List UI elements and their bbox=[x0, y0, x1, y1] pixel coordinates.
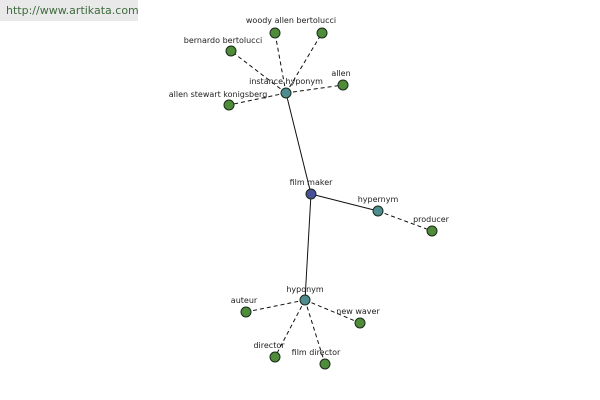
edge-instance-hyponym-unlabeled-1 bbox=[285, 32, 323, 94]
edge-film-maker-hypernym bbox=[310, 193, 379, 212]
label-bernardo-bertolucci: bernardo bertolucci bbox=[184, 36, 262, 45]
node-auteur[interactable] bbox=[240, 306, 252, 318]
label-allen: allen bbox=[331, 69, 350, 78]
label-hyponym: hyponym bbox=[286, 285, 324, 294]
label-hypernym: hypernym bbox=[358, 195, 399, 204]
node-film-director[interactable] bbox=[319, 358, 331, 370]
edge-instance-hyponym-allen bbox=[285, 84, 344, 94]
node-instance-hyponym[interactable] bbox=[280, 87, 292, 99]
site-url-watermark: http://www.artikata.com bbox=[0, 0, 139, 21]
edge-film-maker-hyponym bbox=[304, 193, 312, 301]
label-director: director bbox=[253, 341, 285, 350]
node-woody-allen-bertolucci[interactable] bbox=[269, 27, 281, 39]
label-film-maker: film maker bbox=[290, 178, 334, 187]
node-unlabeled-1[interactable] bbox=[316, 27, 328, 39]
label-film-director: film director bbox=[292, 348, 341, 357]
node-allen-stewart-konigsberg[interactable] bbox=[223, 99, 235, 111]
edge-hypernym-producer bbox=[377, 210, 433, 232]
edge-hyponym-director bbox=[274, 299, 306, 358]
label-auteur: auteur bbox=[231, 296, 258, 305]
edge-hyponym-auteur bbox=[245, 299, 306, 313]
node-allen[interactable] bbox=[337, 79, 349, 91]
label-allen-stewart-konigsberg: allen stewart konigsberg bbox=[169, 90, 268, 99]
label-producer: producer bbox=[413, 215, 450, 224]
label-instance-hyponym: instance hyponym bbox=[249, 77, 323, 86]
edge-film-maker-instance-hyponym bbox=[285, 92, 312, 195]
node-director[interactable] bbox=[269, 351, 281, 363]
node-bernardo-bertolucci[interactable] bbox=[225, 45, 237, 57]
node-producer[interactable] bbox=[426, 225, 438, 237]
label-woody-allen-bertolucci: woody allen bertolucci bbox=[246, 16, 336, 25]
node-new-waver[interactable] bbox=[354, 317, 366, 329]
label-new-waver: new waver bbox=[336, 307, 380, 316]
edge-hyponym-new-waver bbox=[304, 299, 361, 324]
edge-instance-hyponym-bernardo-bertolucci bbox=[230, 50, 287, 94]
node-hypernym[interactable] bbox=[372, 205, 384, 217]
edge-instance-hyponym-woody-allen-bertolucci bbox=[274, 32, 287, 94]
node-film-maker[interactable] bbox=[305, 188, 317, 200]
edge-instance-hyponym-allen-stewart-konigsberg bbox=[228, 92, 287, 106]
node-hyponym[interactable] bbox=[299, 294, 311, 306]
